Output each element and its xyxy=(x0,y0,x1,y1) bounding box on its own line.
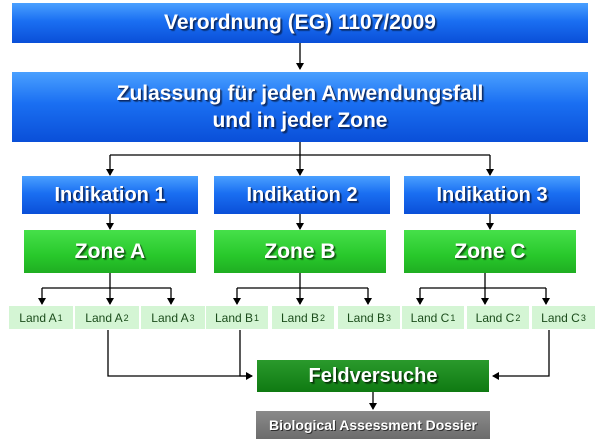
land-c2-index: 2 xyxy=(515,312,521,323)
zone-b-box: Zone B xyxy=(214,230,386,273)
zone-b-label: Zone B xyxy=(264,239,336,263)
land-a3-index: 3 xyxy=(189,312,195,323)
land-b1-index: 1 xyxy=(254,312,260,323)
land-a1-name: Land A xyxy=(19,310,57,325)
arrow-land-a2-to-feldversuche xyxy=(107,330,253,380)
indikation-1-box: Indikation 1 xyxy=(22,176,198,214)
land-a3-name: Land A xyxy=(151,310,189,325)
regulation-title-box: Verordnung (EG) 1107/2009 xyxy=(12,3,588,43)
dossier-label: Biological Assessment Dossier xyxy=(268,417,477,433)
land-b3-index: 3 xyxy=(386,312,392,323)
regulation-title: Verordnung (EG) 1107/2009 xyxy=(164,11,436,34)
zone-a-label: Zone A xyxy=(74,239,146,263)
land-a2-name: Land A xyxy=(85,310,123,325)
land-c2-name: Land C xyxy=(475,310,515,325)
land-a1-index: 1 xyxy=(57,312,63,323)
indikation-3-label: Indikation 3 xyxy=(436,183,548,206)
land-a2-index: 2 xyxy=(123,312,129,323)
arrow-land-c3-to-feldversuche xyxy=(492,330,550,380)
approval-line-1: Zulassung für jeden Anwendungsfall xyxy=(116,81,484,105)
feldversuche-box: Feldversuche xyxy=(257,360,489,392)
land-c3-index: 3 xyxy=(580,312,586,323)
land-c3-name: Land C xyxy=(541,310,580,325)
approval-line-2: und in jeder Zone xyxy=(212,109,388,132)
land-b2-index: 2 xyxy=(320,312,326,323)
land-c1-index: 1 xyxy=(450,312,456,323)
indikation-2-label: Indikation 2 xyxy=(246,183,358,206)
feldversuche-label: Feldversuche xyxy=(308,364,438,387)
indikation-1-label: Indikation 1 xyxy=(54,183,166,206)
zone-c-box: Zone C xyxy=(404,230,576,273)
dossier-box: Biological Assessment Dossier xyxy=(256,411,490,439)
zone-c-label: Zone C xyxy=(454,239,526,263)
indikation-2-box: Indikation 2 xyxy=(214,176,390,214)
land-b3-name: Land B xyxy=(346,310,386,325)
indikation-3-box: Indikation 3 xyxy=(404,176,580,214)
land-b2-name: Land B xyxy=(280,310,320,325)
zone-a-box: Zone A xyxy=(24,230,196,273)
land-b1-name: Land B xyxy=(214,310,254,325)
approval-box: Zulassung für jeden Anwendungsfall und i… xyxy=(12,72,588,142)
land-c1-name: Land C xyxy=(410,310,450,325)
